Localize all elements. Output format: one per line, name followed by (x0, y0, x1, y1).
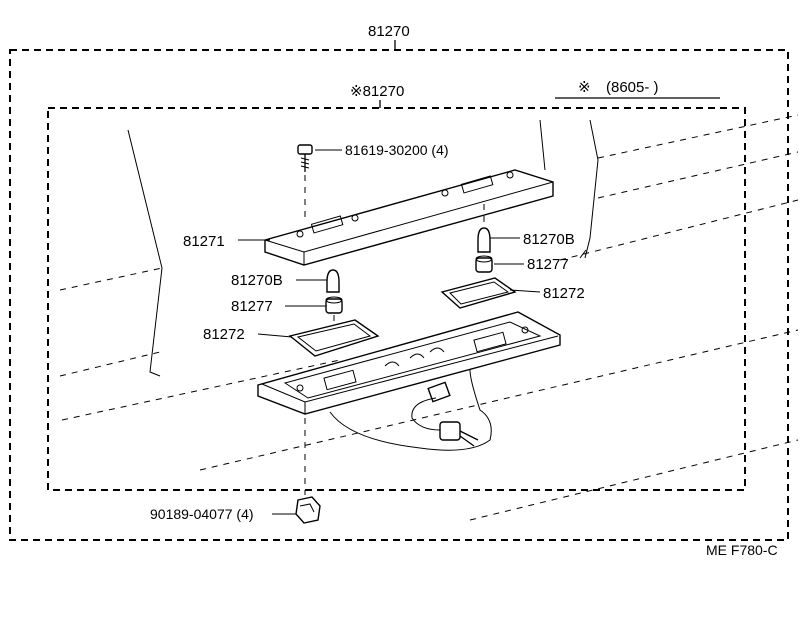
assembly-number-label: 81270 (368, 23, 410, 40)
clip-part (295, 418, 321, 524)
leader-lines (238, 149, 587, 515)
vehicle-body-lines (59, 114, 799, 521)
gasket-right-part-label: 81272 (543, 285, 585, 302)
applicability-note: ※ (8605- ) (555, 79, 720, 99)
assembly-boundary (9, 40, 789, 541)
bulb-left-part (326, 269, 340, 293)
screw-part (297, 144, 313, 220)
lens-part-label: 81271 (183, 233, 225, 250)
bulb-right-part (477, 200, 491, 253)
gasket-right-part (440, 277, 517, 309)
bulb-left-part-label: 81270B (231, 272, 283, 289)
note-text: (8605- ) (606, 79, 659, 96)
lamp-housing (257, 311, 561, 415)
wiring-harness (329, 369, 492, 451)
socket-right-part (475, 255, 493, 273)
subassembly-number-label: ※81270 (350, 83, 404, 100)
diagram-code-label: ME F780-C (706, 542, 778, 558)
bulb-right-part-label: 81270B (523, 231, 575, 248)
note-symbol: ※ (578, 79, 591, 96)
gasket-left-part-label: 81272 (203, 326, 245, 343)
socket-left-part-label: 81277 (231, 298, 273, 315)
socket-right-part-label: 81277 (527, 256, 569, 273)
clip-part-label: 90189-04077 (4) (150, 506, 254, 522)
screw-part-label: 81619-30200 (4) (345, 142, 449, 158)
subassembly-boundary (47, 100, 746, 491)
lens-cover (264, 169, 554, 266)
gasket-left-part (288, 319, 380, 357)
